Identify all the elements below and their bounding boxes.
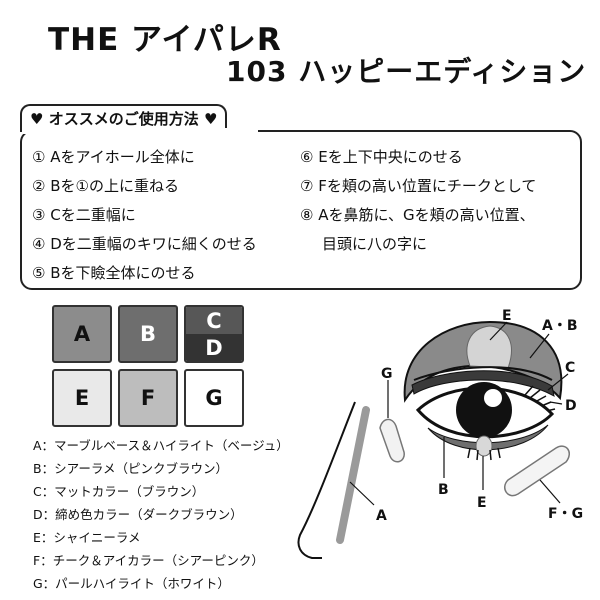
howto-heading-tab: ♥ オススメのご使用方法 ♥ bbox=[20, 104, 228, 132]
pan-b: B bbox=[118, 305, 178, 363]
howto-step: ⑥ Eを上下中央にのせる bbox=[300, 148, 463, 166]
label-e-top: E bbox=[502, 308, 512, 324]
lid-shine-e bbox=[466, 325, 512, 369]
eye-highlight bbox=[484, 389, 502, 407]
pan-a: A bbox=[52, 305, 112, 363]
label-fg: F・G bbox=[548, 506, 583, 522]
lower-lid-shadow-b bbox=[427, 424, 549, 451]
howto-heading: オススメのご使用方法 bbox=[48, 110, 199, 128]
howto-step: ③ Cを二重幅に bbox=[32, 206, 136, 224]
label-b: B bbox=[438, 482, 449, 498]
eye-iris bbox=[456, 382, 512, 438]
legend-item: E：シャイニーラメ bbox=[33, 530, 141, 545]
pan-d: D bbox=[186, 334, 242, 361]
cheek-fg bbox=[504, 445, 570, 497]
product-title-line1: THE アイパレR bbox=[48, 22, 282, 58]
nose-line-a bbox=[336, 406, 370, 544]
howto-step: ① Aをアイホール全体に bbox=[32, 148, 195, 166]
legend-item: B：シアーラメ（ピンクブラウン） bbox=[33, 461, 228, 476]
lower-shine-e bbox=[475, 435, 493, 457]
label-ab: A・B bbox=[542, 318, 578, 334]
heart-icon: ♥ bbox=[30, 110, 44, 128]
crease-line bbox=[413, 366, 553, 381]
howto-step: ④ Dを二重幅のキワに細くのせる bbox=[32, 235, 257, 253]
pan-g: G bbox=[184, 369, 244, 427]
howto-step: ⑦ Fを頬の高い位置にチークとして bbox=[300, 177, 537, 195]
legend-item: G：パールハイライト（ホワイト） bbox=[33, 576, 230, 591]
howto-step: ⑤ Bを下瞼全体にのせる bbox=[32, 264, 196, 282]
face-outline bbox=[297, 401, 356, 559]
label-e-bottom: E bbox=[477, 495, 487, 511]
tab-joint bbox=[22, 128, 258, 134]
lower-lashes bbox=[467, 447, 501, 461]
pan-f: F bbox=[118, 369, 178, 427]
legend-item: C：マットカラー（ブラウン） bbox=[33, 484, 205, 499]
label-c: C bbox=[565, 360, 575, 376]
label-g: G bbox=[381, 366, 393, 382]
howto-box bbox=[20, 130, 582, 290]
pan-e: E bbox=[52, 369, 112, 427]
legend-item: A：マーブルベース＆ハイライト（ベージュ） bbox=[33, 438, 289, 453]
label-a: A bbox=[376, 508, 387, 524]
howto-step: ② Bを①の上に重ねる bbox=[32, 177, 179, 195]
product-title-line2: 103 ハッピーエディション bbox=[226, 55, 587, 88]
legend-item: D：締め色カラー（ダークブラウン） bbox=[33, 507, 243, 522]
pan-c: C bbox=[186, 307, 242, 334]
howto-step: ⑧ Aを鼻筋に、Gを頬の高い位置、 bbox=[300, 206, 535, 224]
howto-step: 目頭に八の字に bbox=[322, 235, 428, 253]
heart-icon: ♥ bbox=[203, 110, 218, 128]
legend-item: F：チーク＆アイカラー（シアーピンク） bbox=[33, 553, 264, 568]
inner-corner-g bbox=[379, 418, 405, 463]
leader-lines bbox=[349, 321, 569, 506]
crease-band-cd bbox=[411, 370, 555, 397]
pan-cd: C D bbox=[184, 305, 244, 363]
label-d: D bbox=[565, 398, 577, 414]
